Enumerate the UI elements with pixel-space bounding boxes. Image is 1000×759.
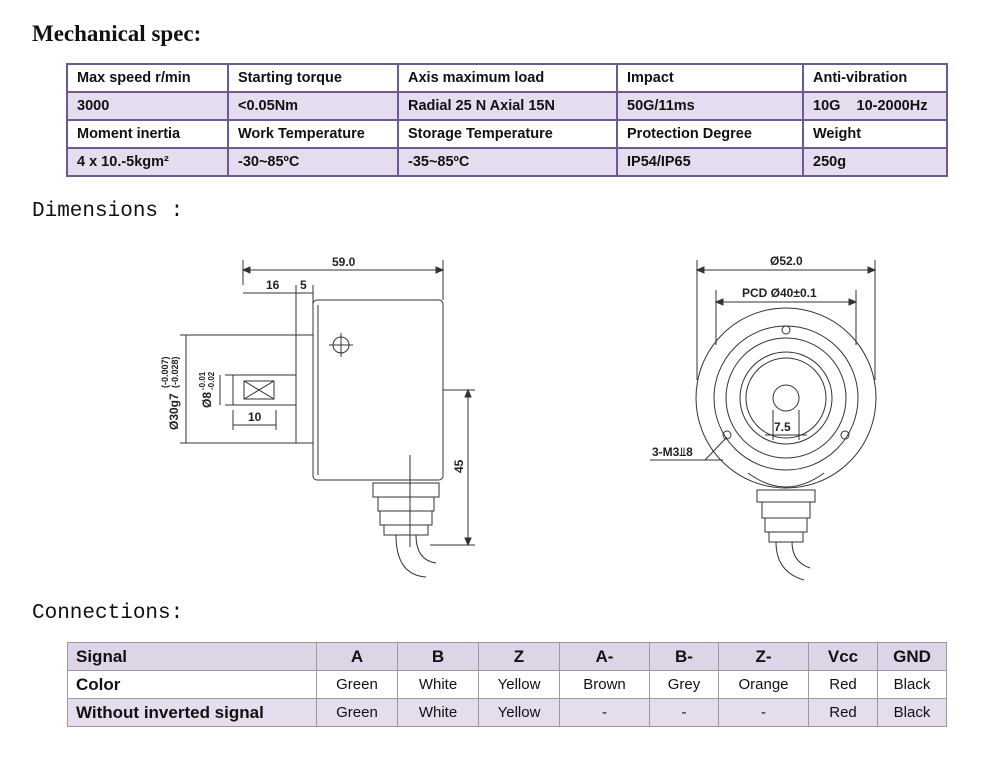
connections-heading: Connections:	[32, 602, 184, 625]
connections-table: Signal A B Z A- B- Z- Vcc GND Color Gree…	[67, 642, 947, 727]
spec-value-row-1: 3000 <0.05Nm Radial 25 N Axial 15N 50G/1…	[66, 91, 948, 121]
connections-header-cell: GND	[877, 642, 947, 671]
dim-m3: 3-M3⫫8	[652, 445, 693, 459]
dim-overall-length: 59.0	[332, 255, 356, 269]
side-view: 59.0 16 5 45	[160, 255, 475, 578]
connections-cell: Color	[67, 670, 317, 699]
spec-cell: Radial 25 N Axial 15N	[397, 91, 618, 121]
dim-5: 5	[300, 278, 307, 292]
connections-header-cell: B-	[649, 642, 719, 671]
dim-dia8-tol-bot: -0.02	[207, 371, 216, 390]
dimension-drawing: 59.0 16 5 45	[160, 254, 877, 581]
dim-dia8-tol-top: -0.01	[198, 371, 207, 390]
front-view: Ø52.0 PCD Ø40±0.1 7.5 3-M3⫫8	[650, 254, 877, 581]
dim-dia30-tol-top: (-0.007)	[160, 356, 170, 388]
dim-dia52: Ø52.0	[770, 254, 803, 268]
dim-45: 45	[452, 459, 466, 473]
spec-cell: 50G/11ms	[616, 91, 804, 121]
dim-16: 16	[266, 278, 280, 292]
spec-cell: 10G 10-2000Hz	[802, 91, 948, 121]
spec-cell: Anti-vibration	[802, 63, 948, 93]
spec-cell: 4 x 10.-5kgm²	[66, 147, 229, 177]
connections-header-cell: Vcc	[808, 642, 878, 671]
connections-cell: White	[397, 670, 479, 699]
spec-cell: Axis maximum load	[397, 63, 618, 93]
dimensions-heading: Dimensions :	[32, 200, 184, 223]
dim-dia8: Ø8	[200, 392, 214, 408]
spec-cell: -35~85ºC	[397, 147, 618, 177]
connections-cell: Green	[316, 670, 398, 699]
spec-cell: 250g	[802, 147, 948, 177]
spec-cell: Storage Temperature	[397, 119, 618, 149]
spec-cell: Moment inertia	[66, 119, 229, 149]
dim-pcd: PCD Ø40±0.1	[742, 286, 817, 300]
connections-cell: Yellow	[478, 698, 560, 727]
dim-dia30-tol-bot: (-0.028)	[170, 356, 180, 388]
connections-cell: Green	[316, 698, 398, 727]
connections-header-cell: Z-	[718, 642, 809, 671]
connections-header-cell: A-	[559, 642, 650, 671]
spec-header-row-1: Max speed r/min Starting torque Axis max…	[66, 63, 948, 93]
connections-cell: Brown	[559, 670, 650, 699]
spec-cell: Max speed r/min	[66, 63, 229, 93]
connections-cell: Red	[808, 698, 878, 727]
connections-row-color: Color Green White Yellow Brown Grey Oran…	[67, 670, 947, 699]
spec-value-row-2: 4 x 10.-5kgm² -30~85ºC -35~85ºC IP54/IP6…	[66, 147, 948, 177]
connections-cell: -	[649, 698, 719, 727]
connections-header-cell: B	[397, 642, 479, 671]
connections-row-without-inverted: Without inverted signal Green White Yell…	[67, 698, 947, 727]
connections-header-cell: Signal	[67, 642, 317, 671]
connections-header-cell: A	[316, 642, 398, 671]
mechanical-spec-heading: Mechanical spec:	[32, 21, 202, 46]
connections-header-cell: Z	[478, 642, 560, 671]
spec-cell: Protection Degree	[616, 119, 804, 149]
connections-cell: White	[397, 698, 479, 727]
spec-header-row-2: Moment inertia Work Temperature Storage …	[66, 119, 948, 149]
connections-header-row: Signal A B Z A- B- Z- Vcc GND	[67, 642, 947, 671]
connections-cell: Grey	[649, 670, 719, 699]
dim-dia30: Ø30g7	[167, 393, 181, 430]
spec-cell: Weight	[802, 119, 948, 149]
connections-cell: Black	[877, 698, 947, 727]
connections-cell: -	[718, 698, 809, 727]
dim-10: 10	[248, 410, 262, 424]
connections-cell: Red	[808, 670, 878, 699]
connections-cell: Orange	[718, 670, 809, 699]
mechanical-spec-table: Max speed r/min Starting torque Axis max…	[66, 63, 948, 177]
spec-cell: IP54/IP65	[616, 147, 804, 177]
spec-cell: 3000	[66, 91, 229, 121]
connections-cell: Yellow	[478, 670, 560, 699]
spec-cell: Impact	[616, 63, 804, 93]
spec-cell: Work Temperature	[227, 119, 399, 149]
spec-cell: -30~85ºC	[227, 147, 399, 177]
connections-cell: Black	[877, 670, 947, 699]
connections-cell: -	[559, 698, 650, 727]
spec-cell: <0.05Nm	[227, 91, 399, 121]
spec-cell: Starting torque	[227, 63, 399, 93]
dim-hole75: 7.5	[774, 420, 791, 434]
connections-cell: Without inverted signal	[67, 698, 317, 727]
